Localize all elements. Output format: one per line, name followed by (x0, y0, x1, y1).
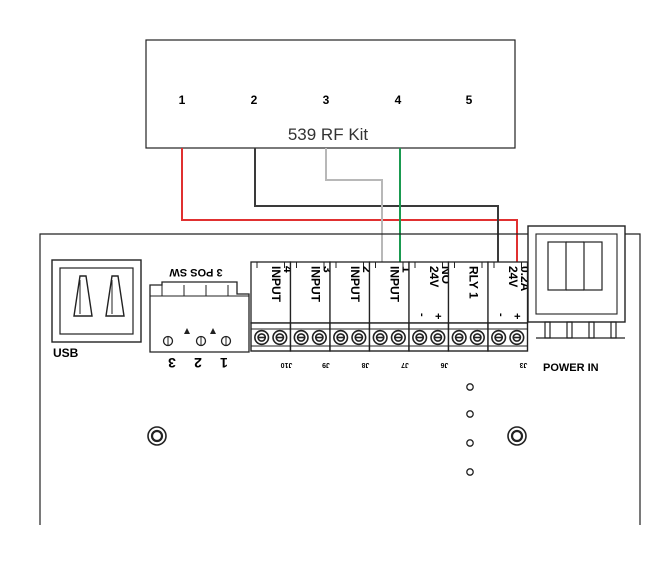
terminal-connector-id: J10 (281, 361, 293, 368)
terminal-connector-id: J7 (401, 361, 409, 368)
controller-board (39, 233, 641, 525)
usb-contact-right (105, 275, 125, 317)
board-outline (39, 233, 641, 525)
terminal-label-plate (329, 261, 371, 324)
power-connector-inner (535, 233, 618, 315)
led-hole-3 (466, 439, 474, 447)
terminal-label-line2: 3 (320, 266, 334, 273)
led-hole-4 (466, 468, 474, 476)
terminal-block-7: 24V0.2A-+J3 (487, 261, 532, 368)
terminal-sign-left: - (495, 313, 507, 317)
led-indicators (466, 383, 474, 476)
usb-housing (51, 259, 142, 343)
power-in-label: POWER IN (543, 362, 599, 374)
usb-label: USB (53, 346, 79, 360)
terminal-connector-id: J8 (362, 361, 370, 368)
terminal-label-line1: 24V (427, 266, 441, 287)
terminal-label-line2: 1 (399, 266, 413, 273)
terminal-label-line1: INPUT (348, 266, 362, 303)
terminal-label-text: INPUT2 (348, 266, 374, 303)
terminal-block-5: 24VNO-+J6 (408, 261, 453, 368)
terminal-label-line2: 2 (360, 266, 374, 273)
terminal-connector-id: J9 (322, 361, 330, 368)
terminal-label-plate (250, 261, 292, 324)
usb-inner (59, 267, 134, 335)
rf-pin-2-label: 2 (251, 93, 258, 107)
switch-marker-right (210, 328, 216, 334)
led-hole-2 (466, 410, 474, 418)
wire-pin1-red (181, 148, 518, 262)
terminal-label-line1: RLY 1 (466, 266, 480, 299)
terminal-sign-right: + (432, 313, 444, 319)
rf-pin-5-label: 5 (466, 93, 473, 107)
terminal-label-plate (368, 261, 410, 324)
wire-pin2-black (254, 148, 499, 262)
terminal-label-text: INPUT1 (387, 266, 413, 303)
terminal-label-plate (289, 261, 331, 324)
terminal-sign-right: + (511, 313, 523, 319)
power-latch-right (583, 241, 603, 291)
terminal-connector-id: J3 (520, 361, 528, 368)
rf-kit-outline (145, 39, 516, 149)
rf-pin-1-label: 1 (179, 93, 186, 107)
terminal-label-line2: 4 (281, 266, 295, 273)
wires (181, 148, 518, 262)
terminal-connector-id: J6 (441, 361, 449, 368)
terminal-block-strip: INPUT4J10INPUT3J9INPUT2J8INPUT1J724VNO-+… (250, 261, 532, 368)
terminal-label-text: INPUT3 (308, 266, 334, 303)
switch-marker-left (184, 328, 190, 334)
switch-pos-3-label: 3 (168, 355, 176, 371)
mounting-hole-left (147, 426, 167, 446)
switch-pos-2-label: 2 (194, 355, 202, 371)
terminal-label-text: INPUT4 (269, 266, 295, 303)
terminal-label-line1: INPUT (269, 266, 283, 303)
terminal-block-6: RLY 1 (447, 261, 489, 352)
switch-label: 3 POS SW (169, 266, 223, 278)
switch-pos-1-label: 1 (220, 355, 228, 371)
three-position-switch: 3 POS SW 3 2 1 (149, 266, 250, 371)
rf-pin-3-label: 3 (323, 93, 330, 107)
switch-body (149, 281, 250, 353)
terminal-sign-left: - (416, 313, 428, 317)
power-latch-left (547, 241, 567, 291)
terminal-label-line1: 24V (506, 266, 520, 287)
mounting-holes (147, 426, 527, 446)
rf-pin-4-label: 4 (395, 93, 402, 107)
power-connector-housing (527, 225, 626, 323)
terminal-label-line1: INPUT (308, 266, 322, 303)
power-in-connector: POWER IN (527, 225, 626, 374)
terminal-label-line1: INPUT (387, 266, 401, 303)
rf-kit-box: 1 2 3 4 5 539 RF Kit (145, 39, 516, 149)
rf-kit-title: 539 RF Kit (288, 125, 369, 144)
usb-port: USB (51, 259, 142, 360)
led-hole-1 (466, 383, 474, 391)
mounting-hole-right (507, 426, 527, 446)
wire-pin3-gray (325, 148, 383, 262)
terminal-label-text: RLY 1 (466, 266, 480, 299)
usb-contact-left (73, 275, 93, 317)
